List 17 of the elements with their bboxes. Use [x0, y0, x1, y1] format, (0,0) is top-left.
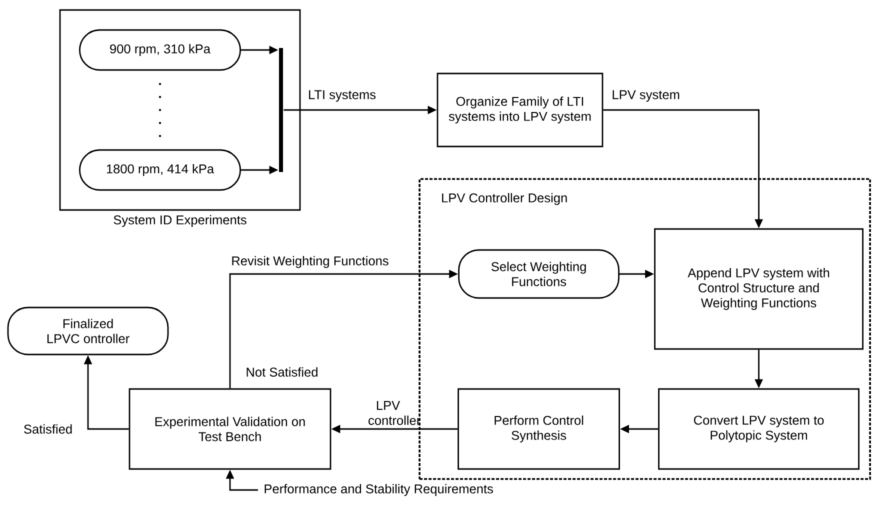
terminal-box: Select Weighting Functions	[458, 249, 620, 299]
process-box: Organize Family of LTI systems into LPV system	[436, 72, 604, 148]
annotation: Not Satisfied	[244, 366, 320, 378]
edge-label: LTI systems	[307, 89, 378, 103]
process-box: Experimental Validation on Test Bench	[128, 388, 332, 470]
edge-label: Satisfied	[22, 423, 74, 435]
process-box: Append LPV system with Control Structure and Weighting Functions	[654, 228, 864, 350]
edge-label: LPV system	[610, 89, 681, 103]
process-box: Convert LPV system to Polytopic System	[658, 388, 860, 470]
edge-label: Performance and Stability Requirements	[262, 483, 494, 497]
process-box: Perform Control Synthesis	[458, 388, 620, 470]
terminal-box: Finalized LPVC ontroller	[7, 306, 169, 356]
node-label: System ID Experiments	[114, 215, 246, 227]
edge-label: Revisit Weighting Functions	[230, 255, 390, 269]
terminal-box: 1800 rpm, 414 kPa	[78, 149, 242, 191]
edge-label: LPV controller	[367, 400, 420, 426]
terminal-box: 900 rpm, 310 kPa	[78, 29, 242, 71]
